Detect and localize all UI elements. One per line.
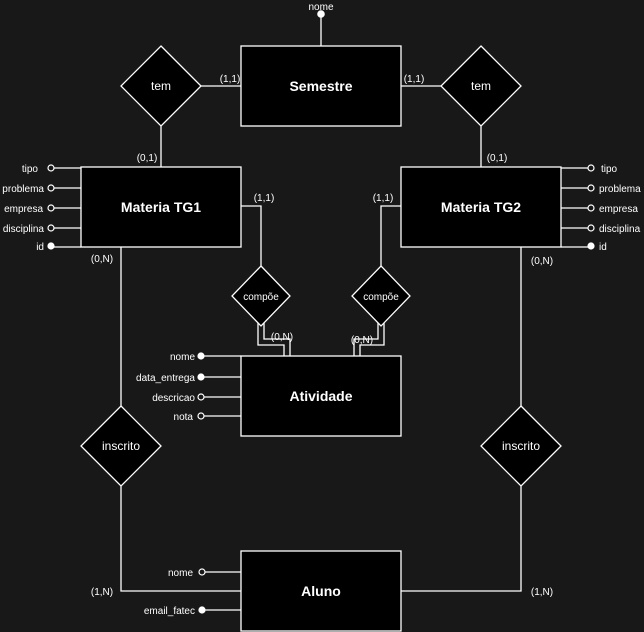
attribute-label: problema [2, 184, 44, 195]
attribute-dot [47, 204, 55, 212]
attribute-dot [197, 373, 205, 381]
relationship-inscrito-right[interactable]: inscrito [480, 405, 562, 487]
attribute-tg1-tipo: tipo [22, 164, 55, 175]
attribute-label: tipo [601, 164, 618, 175]
attribute-dot [198, 606, 206, 614]
attribute-label: descricao [152, 393, 195, 404]
relationship-inscrito-left[interactable]: inscrito [80, 405, 162, 487]
attribute-dot [587, 184, 595, 192]
entity-aluno[interactable]: Aluno [240, 550, 402, 632]
cardinality-tg2-bottom: (0,N) [531, 256, 553, 267]
attribute-dot [47, 224, 55, 232]
attribute-aluno-nome: nome [168, 568, 206, 579]
attribute-tg1-empresa: empresa [4, 204, 55, 215]
cardinality-tg2-top: (0,1) [487, 153, 508, 164]
entity-aluno-label: Aluno [301, 583, 341, 599]
attribute-label: nome [168, 568, 193, 579]
attribute-label: disciplina [599, 224, 641, 235]
attribute-aluno-email-fatec: email_fatec [144, 606, 206, 617]
cardinality-atividade-left: (0,N) [271, 332, 293, 343]
entity-atividade[interactable]: Atividade [240, 355, 402, 437]
attribute-label: tipo [22, 164, 39, 175]
entity-materia-tg2[interactable]: Materia TG2 [400, 166, 562, 248]
attribute-label: email_fatec [144, 606, 195, 617]
attribute-label: data_entrega [136, 373, 195, 384]
attribute-dot [587, 204, 595, 212]
attribute-dot [587, 164, 595, 172]
attribute-dot [317, 10, 325, 18]
attribute-atividade-nome: nome [170, 352, 205, 363]
relationship-inscrito-left-label: inscrito [102, 439, 140, 453]
cardinality-tg1-top: (0,1) [137, 153, 158, 164]
entity-materia-tg2-label: Materia TG2 [441, 199, 521, 215]
cardinality-tg1-right: (1,1) [254, 193, 275, 204]
relationship-inscrito-right-label: inscrito [502, 439, 540, 453]
relationship-tem-right[interactable]: tem [440, 45, 522, 127]
relationship-compoe-left-label: compõe [243, 292, 279, 303]
attribute-label: nome [170, 352, 195, 363]
relationship-compoe-right-label: compõe [363, 292, 399, 303]
attribute-tg2-problema: problema [587, 184, 641, 195]
attribute-tg2-disciplina: disciplina [587, 224, 641, 235]
entity-semestre[interactable]: Semestre [240, 45, 402, 127]
attribute-semestre-nome: nome [308, 2, 334, 18]
cardinality-aluno-right: (1,N) [531, 587, 553, 598]
attribute-dot [197, 352, 205, 360]
connectors [52, 14, 590, 611]
cardinalities: (1,1) (1,1) (0,1) (0,1) (1,1) (1,1) (0,N… [91, 74, 553, 598]
attribute-dot [47, 242, 55, 250]
relationship-tem-left-label: tem [151, 79, 171, 93]
attribute-dot [587, 242, 595, 250]
attribute-label: nome [308, 2, 333, 13]
cardinality-aluno-left: (1,N) [91, 587, 113, 598]
relationship-tem-right-label: tem [471, 79, 491, 93]
cardinality-atividade-right: (0,N) [351, 335, 373, 346]
entity-materia-tg1[interactable]: Materia TG1 [80, 166, 242, 248]
attribute-dot [587, 224, 595, 232]
relationship-tem-left[interactable]: tem [120, 45, 202, 127]
entity-semestre-label: Semestre [289, 78, 352, 94]
attribute-tg2-empresa: empresa [587, 204, 638, 215]
attribute-dot [197, 412, 205, 420]
attribute-dot [47, 164, 55, 172]
attribute-dot [197, 393, 205, 401]
attribute-tg1-problema: problema [2, 184, 55, 195]
attribute-dot [198, 568, 206, 576]
attribute-label: problema [599, 184, 641, 195]
attribute-tg2-tipo: tipo [587, 164, 618, 175]
attribute-tg2-id: id [587, 242, 607, 253]
attribute-dot [47, 184, 55, 192]
attribute-label: id [36, 242, 44, 253]
cardinality-tg2-left: (1,1) [373, 193, 394, 204]
cardinality-semestre-left: (1,1) [220, 74, 241, 85]
attribute-tg1-disciplina: disciplina [3, 224, 55, 235]
attribute-label: disciplina [3, 224, 45, 235]
attribute-atividade-data-entrega: data_entrega [136, 373, 205, 384]
attribute-atividade-nota: nota [174, 412, 205, 423]
attribute-label: empresa [599, 204, 638, 215]
relationship-compoe-left[interactable]: compõe [231, 265, 291, 327]
entity-materia-tg1-label: Materia TG1 [121, 199, 201, 215]
attribute-atividade-descricao: descricao [152, 393, 205, 404]
cardinality-tg1-bottom: (0,N) [91, 254, 113, 265]
attribute-label: nota [174, 412, 194, 423]
entity-atividade-label: Atividade [289, 388, 352, 404]
relationship-compoe-right[interactable]: compõe [351, 265, 411, 327]
attribute-label: empresa [4, 204, 43, 215]
attribute-label: id [599, 242, 607, 253]
cardinality-semestre-right: (1,1) [404, 74, 425, 85]
attribute-tg1-id: id [36, 242, 55, 253]
